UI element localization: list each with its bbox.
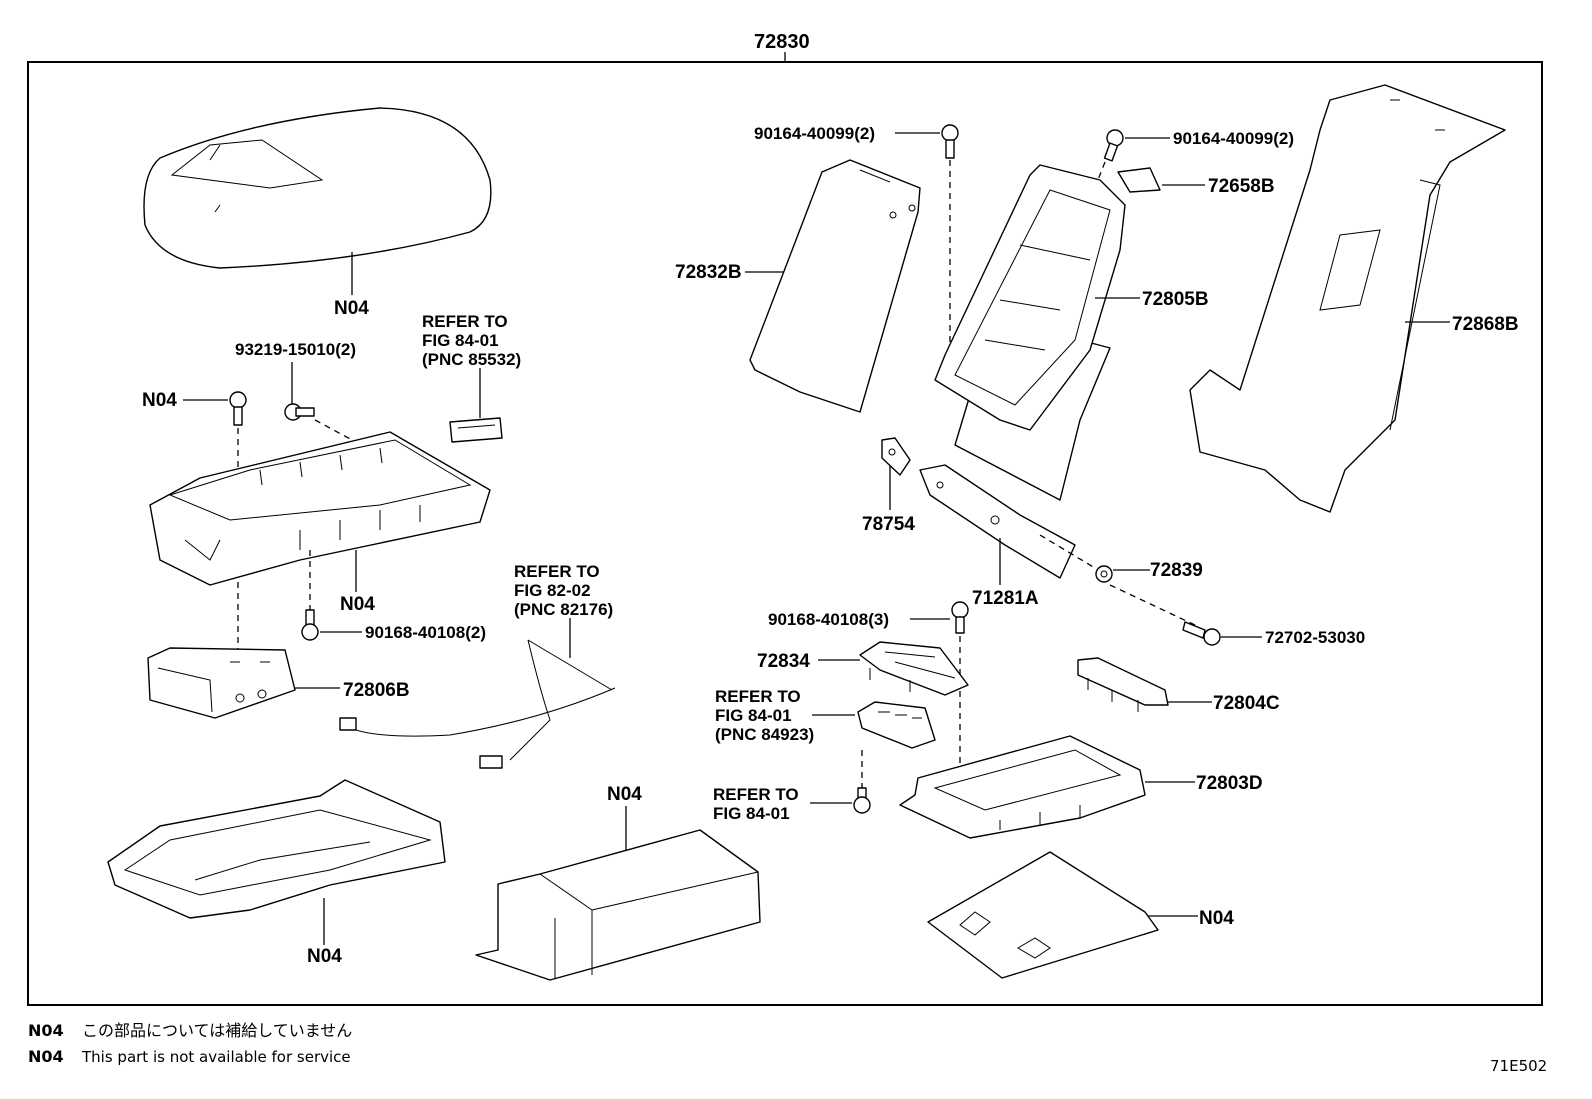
screw-90164-right-label: 90164-40099(2) xyxy=(1173,129,1294,148)
wire-harness-82176-part[interactable] xyxy=(339,639,616,769)
part-72805b[interactable] xyxy=(934,164,1126,501)
legend-code-2: N04 xyxy=(28,1047,64,1066)
part-72834[interactable] xyxy=(859,641,969,696)
center-box-part[interactable] xyxy=(475,829,761,981)
legend-text-1: この部品については補給していません xyxy=(82,1021,352,1040)
switch-84923-part[interactable] xyxy=(857,701,936,749)
bolt-left-part[interactable] xyxy=(229,391,247,426)
console-box-label: N04 xyxy=(340,594,375,615)
part-72803d[interactable] xyxy=(899,735,1146,839)
bolt-left-label: N04 xyxy=(142,390,177,411)
part-72804c-label: 72804C xyxy=(1213,693,1280,714)
refer-85532-line2: FIG 84-01 xyxy=(422,331,499,350)
part-72806b[interactable] xyxy=(147,647,296,719)
refer-85532-text: REFER TO FIG 84-01 (PNC 85532) xyxy=(422,312,521,369)
refer-85532-line1: REFER TO xyxy=(422,312,508,331)
part-72804c[interactable] xyxy=(1077,657,1169,712)
refer-82176-line2: FIG 82-02 xyxy=(514,581,591,600)
refer-84923-line3: (PNC 84923) xyxy=(715,725,814,744)
clip-93219-part[interactable] xyxy=(284,403,315,421)
switch-85532-part[interactable] xyxy=(449,417,503,443)
floor-tray-part[interactable] xyxy=(107,779,446,919)
part-72834-label: 72834 xyxy=(757,651,810,672)
figure-code: 71E502 xyxy=(1490,1057,1547,1075)
screw-90168-left-label: 90168-40108(2) xyxy=(365,623,486,642)
console-box-part[interactable] xyxy=(149,431,491,586)
part-72702-53030[interactable] xyxy=(1182,621,1221,646)
screw-90164-left-part[interactable] xyxy=(941,124,959,159)
part-72658b-label: 72658B xyxy=(1208,176,1275,197)
cover-top-label: N04 xyxy=(334,298,369,319)
refer-8401-line1: REFER TO xyxy=(713,785,799,804)
part-78754[interactable] xyxy=(881,437,911,476)
pad-right-part[interactable] xyxy=(927,851,1159,979)
refer-85532-line3: (PNC 85532) xyxy=(422,350,521,369)
refer-82176-line3: (PNC 82176) xyxy=(514,600,613,619)
armrest-cover-part[interactable] xyxy=(143,107,492,269)
clip-93219-label: 93219-15010(2) xyxy=(235,340,356,359)
refer-84923-line1: REFER TO xyxy=(715,687,801,706)
assembly-number: 72830 xyxy=(754,31,810,53)
part-72839-label: 72839 xyxy=(1150,560,1203,581)
refer-84923-line2: FIG 84-01 xyxy=(715,706,792,725)
pad-right-label: N04 xyxy=(1199,908,1234,929)
floor-tray-label: N04 xyxy=(307,946,342,967)
legend-code-1: N04 xyxy=(28,1021,64,1040)
part-72803d-label: 72803D xyxy=(1196,773,1263,794)
screw-8401-part[interactable] xyxy=(853,787,871,814)
part-72868b[interactable] xyxy=(1189,84,1506,513)
part-72806b-label: 72806B xyxy=(343,680,410,701)
legend-text-2: This part is not available for service xyxy=(81,1048,351,1066)
refer-8401-text: REFER TO FIG 84-01 xyxy=(713,785,803,823)
screw-90168-right-label: 90168-40108(3) xyxy=(768,610,889,629)
part-71281a-label: 71281A xyxy=(972,588,1039,609)
part-72702-label: 72702-53030 xyxy=(1265,628,1365,647)
part-72658b[interactable] xyxy=(1117,167,1161,193)
assembly-frame xyxy=(27,61,1543,1006)
screw-90164-left-label: 90164-40099(2) xyxy=(754,124,875,143)
refer-82176-text: REFER TO FIG 82-02 (PNC 82176) xyxy=(514,562,613,619)
screw-90168-right-part[interactable] xyxy=(951,601,969,634)
part-72868b-label: 72868B xyxy=(1452,314,1519,335)
refer-82176-line1: REFER TO xyxy=(514,562,600,581)
center-box-label: N04 xyxy=(607,784,642,805)
screw-90164-right-part[interactable] xyxy=(1103,129,1124,162)
part-72805b-label: 72805B xyxy=(1142,289,1209,310)
part-72839[interactable] xyxy=(1095,565,1113,583)
part-72832b[interactable] xyxy=(749,159,921,413)
refer-8401-line2: FIG 84-01 xyxy=(713,804,790,823)
part-71281a[interactable] xyxy=(919,464,1076,579)
part-72832b-label: 72832B xyxy=(675,262,742,283)
refer-84923-text: REFER TO FIG 84-01 (PNC 84923) xyxy=(715,687,814,744)
part-78754-label: 78754 xyxy=(862,514,915,535)
screw-90168-left-part[interactable] xyxy=(301,609,319,641)
